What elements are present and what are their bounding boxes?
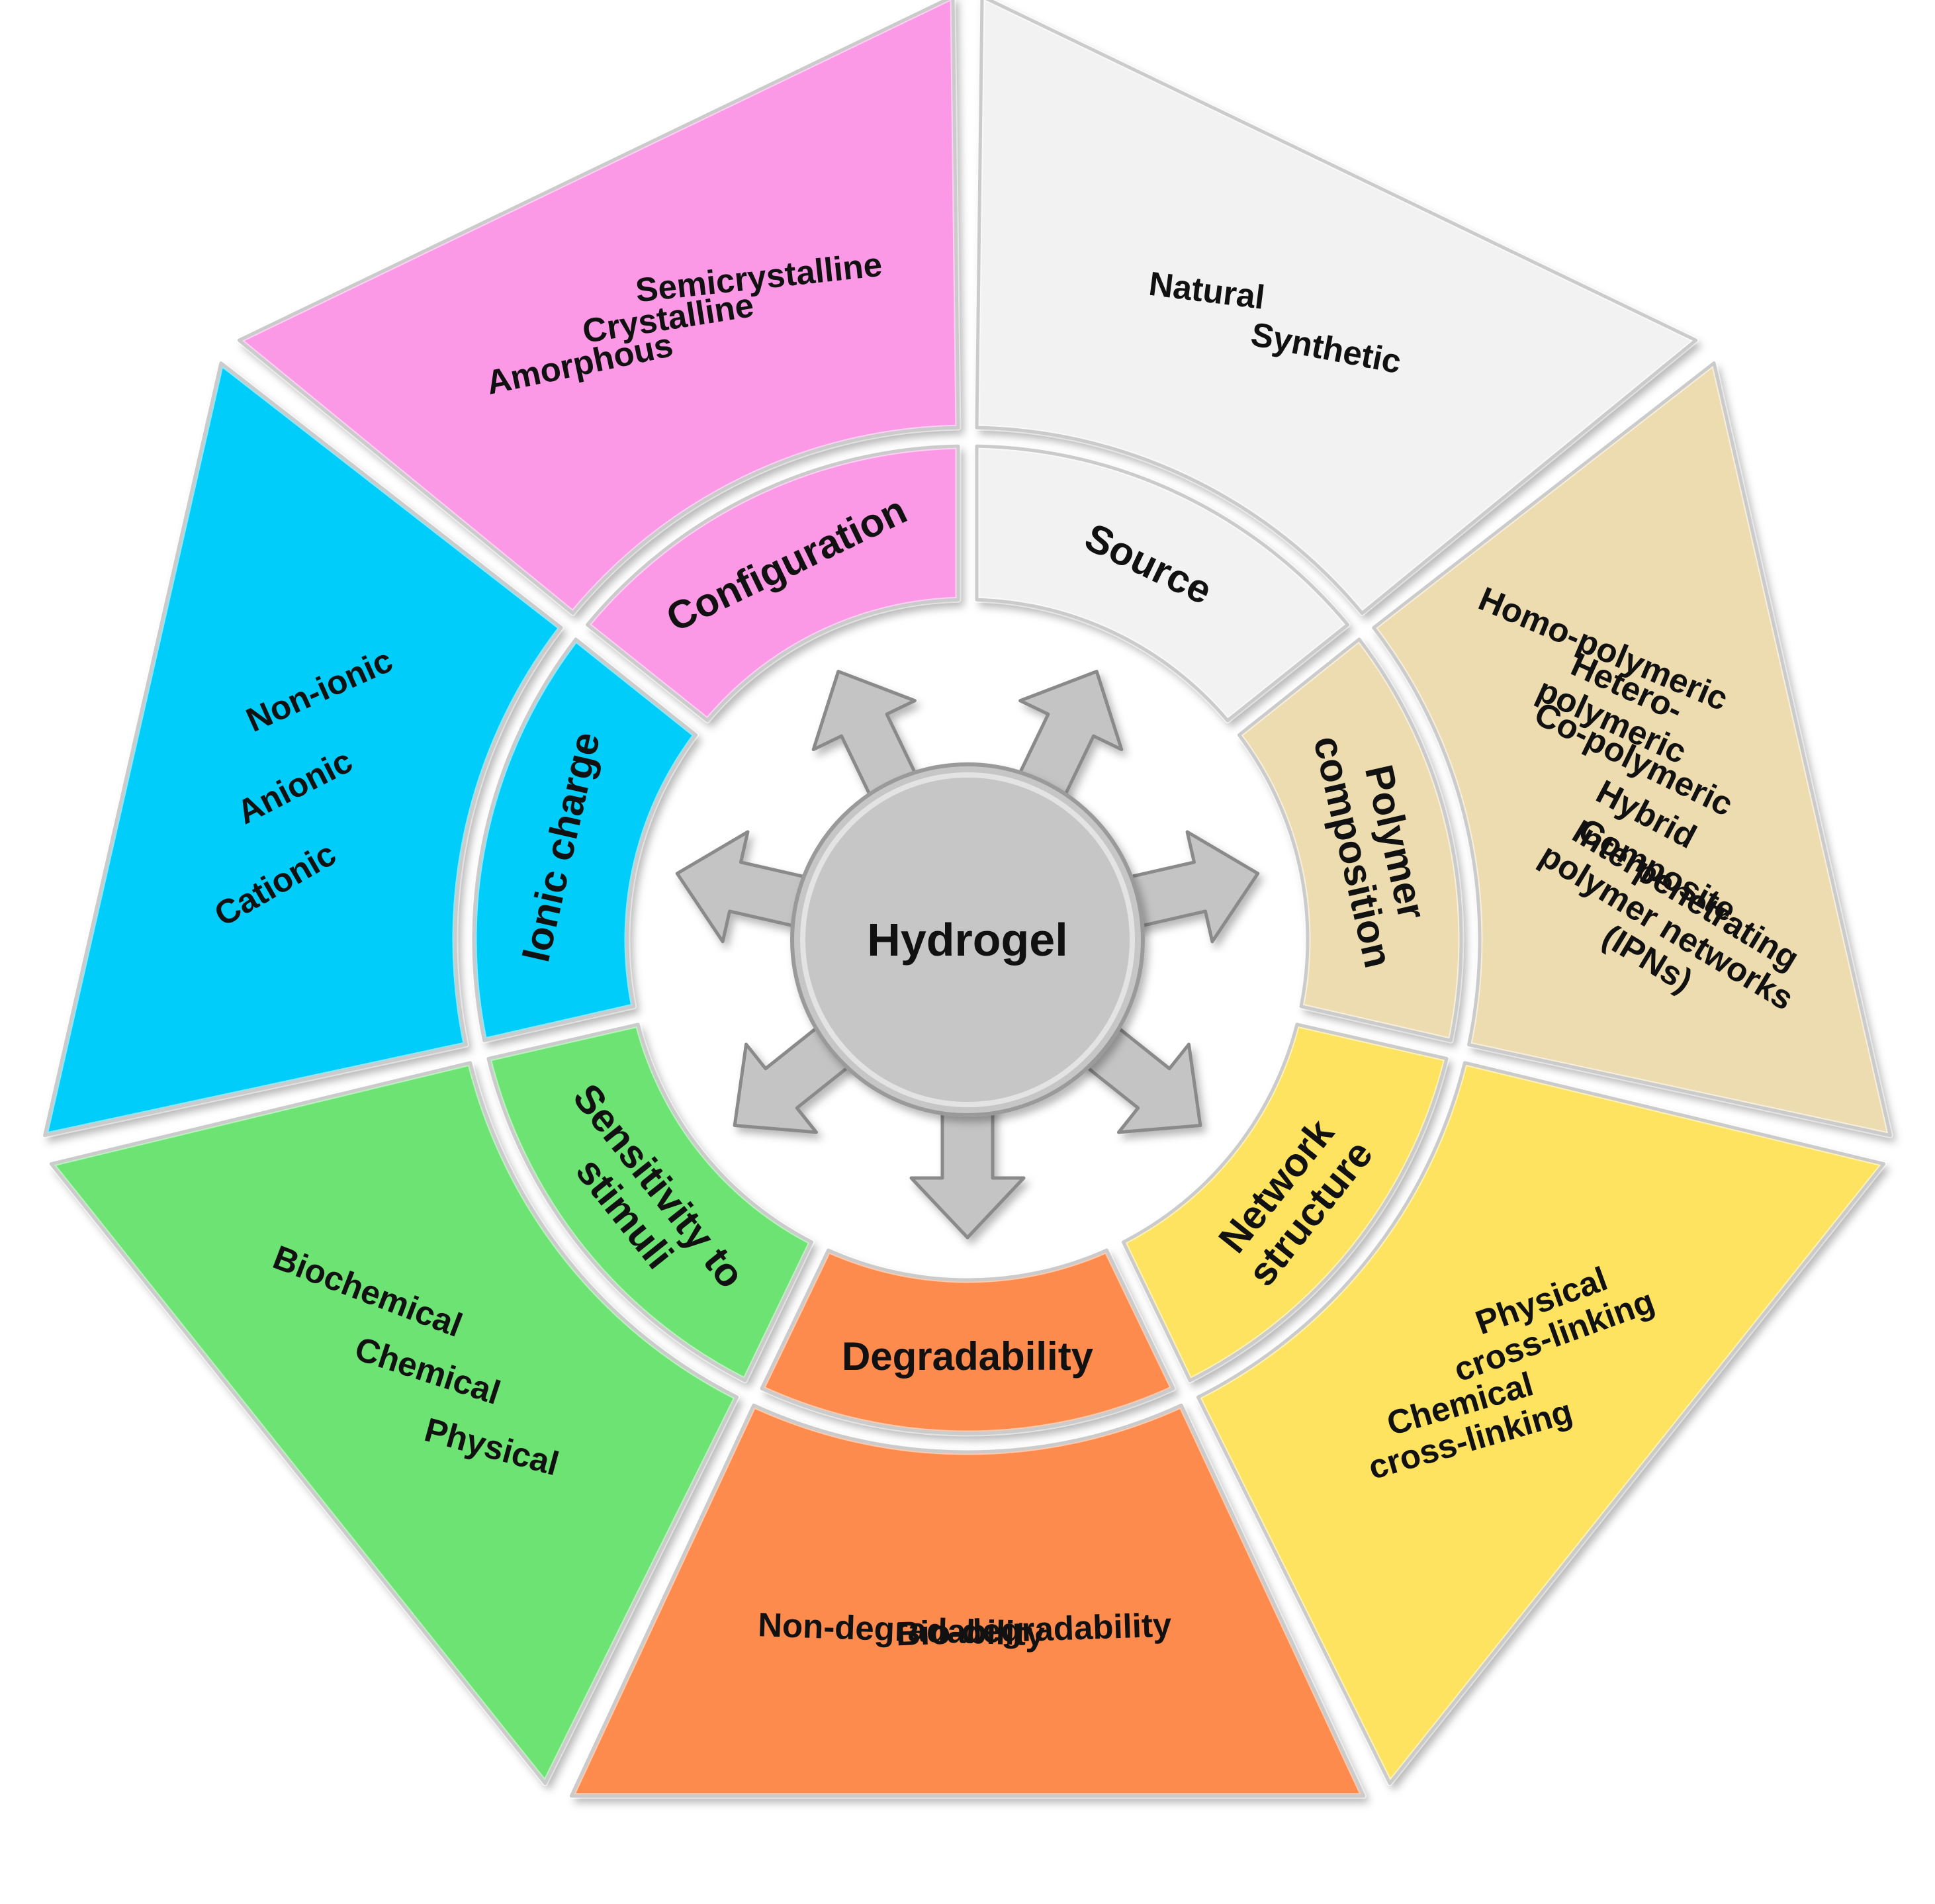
outer-segment-bevel xyxy=(42,360,564,1139)
inner-segment-bevel xyxy=(973,443,1351,724)
inner-segment-bevel xyxy=(471,636,699,1044)
inner-segment-bevel xyxy=(1120,1021,1450,1384)
outer-segment-bevel xyxy=(1371,360,1893,1139)
outer-segment-bevel xyxy=(1194,1060,1887,1787)
hub-circle xyxy=(790,762,1145,1117)
outer-ring xyxy=(42,0,1893,1799)
inner-segment-bevel xyxy=(584,443,962,724)
inner-ring xyxy=(471,443,1464,1437)
inner-segment-bevel xyxy=(1236,636,1464,1044)
outer-segment-bevel xyxy=(48,1060,741,1787)
category-label-degradability: Degradability xyxy=(842,1334,1094,1379)
center-title: Hydrogel xyxy=(867,914,1067,966)
outer-segment-bevel xyxy=(568,1402,1367,1799)
outer-segment-bevel xyxy=(973,0,1699,617)
inner-segment-bevel xyxy=(485,1021,815,1384)
outer-segment-bevel xyxy=(236,0,962,617)
item-label-degradability-0: Bio-degradability xyxy=(895,1606,1173,1653)
hub-arrows xyxy=(675,670,1260,1240)
item-label-polymer-composition-5: Interpenetratingpolymer networks(IPNs) xyxy=(1514,804,1819,1049)
inner-segment-bevel xyxy=(758,1247,1177,1437)
